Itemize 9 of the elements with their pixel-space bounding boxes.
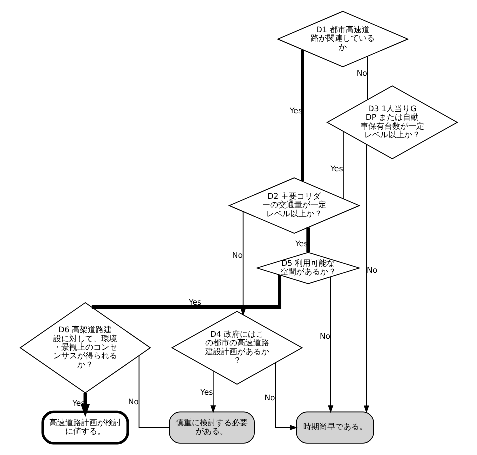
edge-label: No [356,68,367,78]
edge-label: Yes [188,298,202,307]
edge-label: No [366,266,378,276]
edge-label: Yes [330,164,343,174]
edge-label: No [264,393,275,402]
edge-label: Yes [200,388,213,397]
edge-label: No [128,397,138,406]
edge-label: No [319,332,330,342]
edge-label: No [232,251,243,260]
